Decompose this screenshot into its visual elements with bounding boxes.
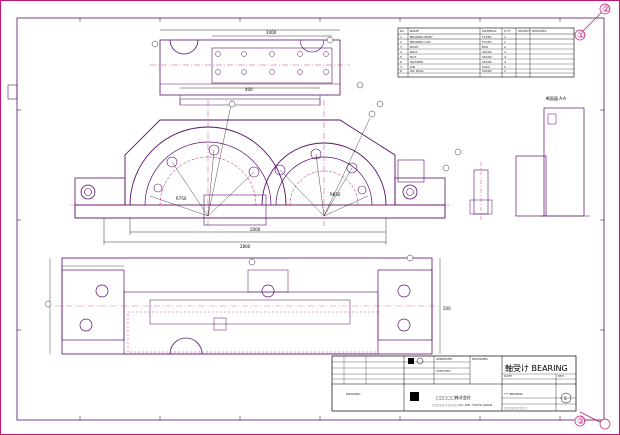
revision-marker-top-right-label: ② [602, 5, 610, 15]
parts-header-cell: Q'TY [504, 29, 511, 33]
title-block: 軸受け BEARING □□□□□株式会社 □□□□□□□□□ CO.,LTD.… [331, 355, 577, 412]
revision-marker-corner [599, 418, 611, 430]
parts-cell: NUT [410, 55, 416, 59]
zone-ticks [17, 18, 604, 420]
parts-cell: 1 [504, 69, 506, 73]
revision-marker-top-right [599, 3, 611, 15]
revision-marker-bottom [574, 415, 586, 427]
revision-marker-parts [574, 29, 586, 41]
parts-cell: SS400 [482, 69, 492, 73]
parts-cell: OIL PLUG [410, 69, 424, 73]
scale-label: S [564, 396, 567, 401]
parts-cell: 4 [400, 50, 402, 54]
front-view: 2000 2800 R750 R650 [70, 99, 462, 249]
part-name: 軸受け BEARING [505, 363, 568, 373]
parts-cell: 7 [400, 65, 402, 69]
company-name: □□□□□株式会社 [436, 394, 471, 400]
approved-label: APPROVED [436, 357, 453, 361]
parts-cell: 1 [400, 35, 402, 39]
front-width-dim: 2000 [250, 227, 261, 232]
revision-marker-bottom-label: ② [577, 417, 585, 427]
parts-cell: 3 [400, 45, 402, 49]
parts-cell: BOLT [410, 50, 418, 54]
parts-cell: PIN [410, 65, 415, 69]
parts-cell: BEARING BODY [410, 35, 433, 39]
parts-cell: SS400 [482, 60, 492, 64]
section-label: 断面図 A-A [546, 95, 566, 101]
parts-cell: BUSH [410, 45, 418, 49]
parts-cell: SS400 [482, 50, 492, 54]
date-label: DATE [504, 374, 512, 378]
designed-label: DESIGNED [472, 357, 488, 361]
parts-header-cell: No. [400, 29, 405, 33]
parts-cell: FC250 [482, 35, 492, 39]
parts-cell: 2 [400, 40, 402, 44]
projection-symbol-icon [408, 358, 414, 364]
bottom-height-dim: 200 [443, 306, 451, 311]
rev-label: REV [558, 374, 565, 378]
top-width-dim: 1000 [266, 30, 277, 35]
sheet-inner-border [16, 17, 605, 421]
parts-header-cell: WEIGHT [518, 29, 530, 33]
parts-cell: 1 [504, 40, 506, 44]
scale-circle [560, 392, 572, 404]
parts-cell: WASHER [410, 60, 423, 64]
base-width-dim: 2800 [240, 244, 251, 249]
revision-leader-2 [579, 411, 605, 425]
parts-cell: BEARING CAP [410, 40, 431, 44]
projection-circle-icon [416, 357, 424, 365]
parts-cell: 4 [504, 50, 506, 54]
parts-cell: 2 [504, 45, 506, 49]
top-view: 1000 400 [150, 29, 384, 108]
radius-right-dim: R650 [330, 192, 341, 197]
parts-header-cell: MATERIAL [482, 29, 497, 33]
parts-cell: 8 [400, 69, 402, 73]
parts-cell: BC6 [482, 45, 488, 49]
parts-header-cell: NAME [410, 29, 419, 33]
parts-cell: 6 [400, 60, 402, 64]
parts-cell: 2 [504, 65, 506, 69]
parts-cell: S45C [482, 65, 490, 69]
parts-cell: 4 [504, 60, 506, 64]
parts-cell: 5 [400, 55, 402, 59]
company-logo-icon [410, 392, 419, 401]
company-sub: □□□□□□□□□ CO.,LTD. TOKYO JAPAN [432, 403, 492, 407]
radius-left-dim: R750 [176, 196, 187, 201]
parts-cell: 1 [504, 35, 506, 39]
top-base-dim: 400 [245, 87, 253, 92]
parts-header-cell: REMARKS [532, 29, 547, 33]
checked-label: CHECKED [436, 369, 451, 373]
side-section-views: 断面図 A-A [469, 95, 590, 220]
bottom-view: 200 [44, 254, 451, 355]
drawing-label: DRAWING [346, 392, 361, 396]
designation: □□□□□□□□ [504, 406, 527, 410]
parts-cell: FC250 [482, 40, 492, 44]
binding-tab [7, 84, 18, 100]
drawing-number: *** BEARING [504, 392, 524, 396]
revision-marker-parts-label: ① [577, 31, 585, 41]
parts-cell: 4 [504, 55, 506, 59]
revision-leader-1 [579, 9, 605, 35]
parts-cell: SS400 [482, 55, 492, 59]
